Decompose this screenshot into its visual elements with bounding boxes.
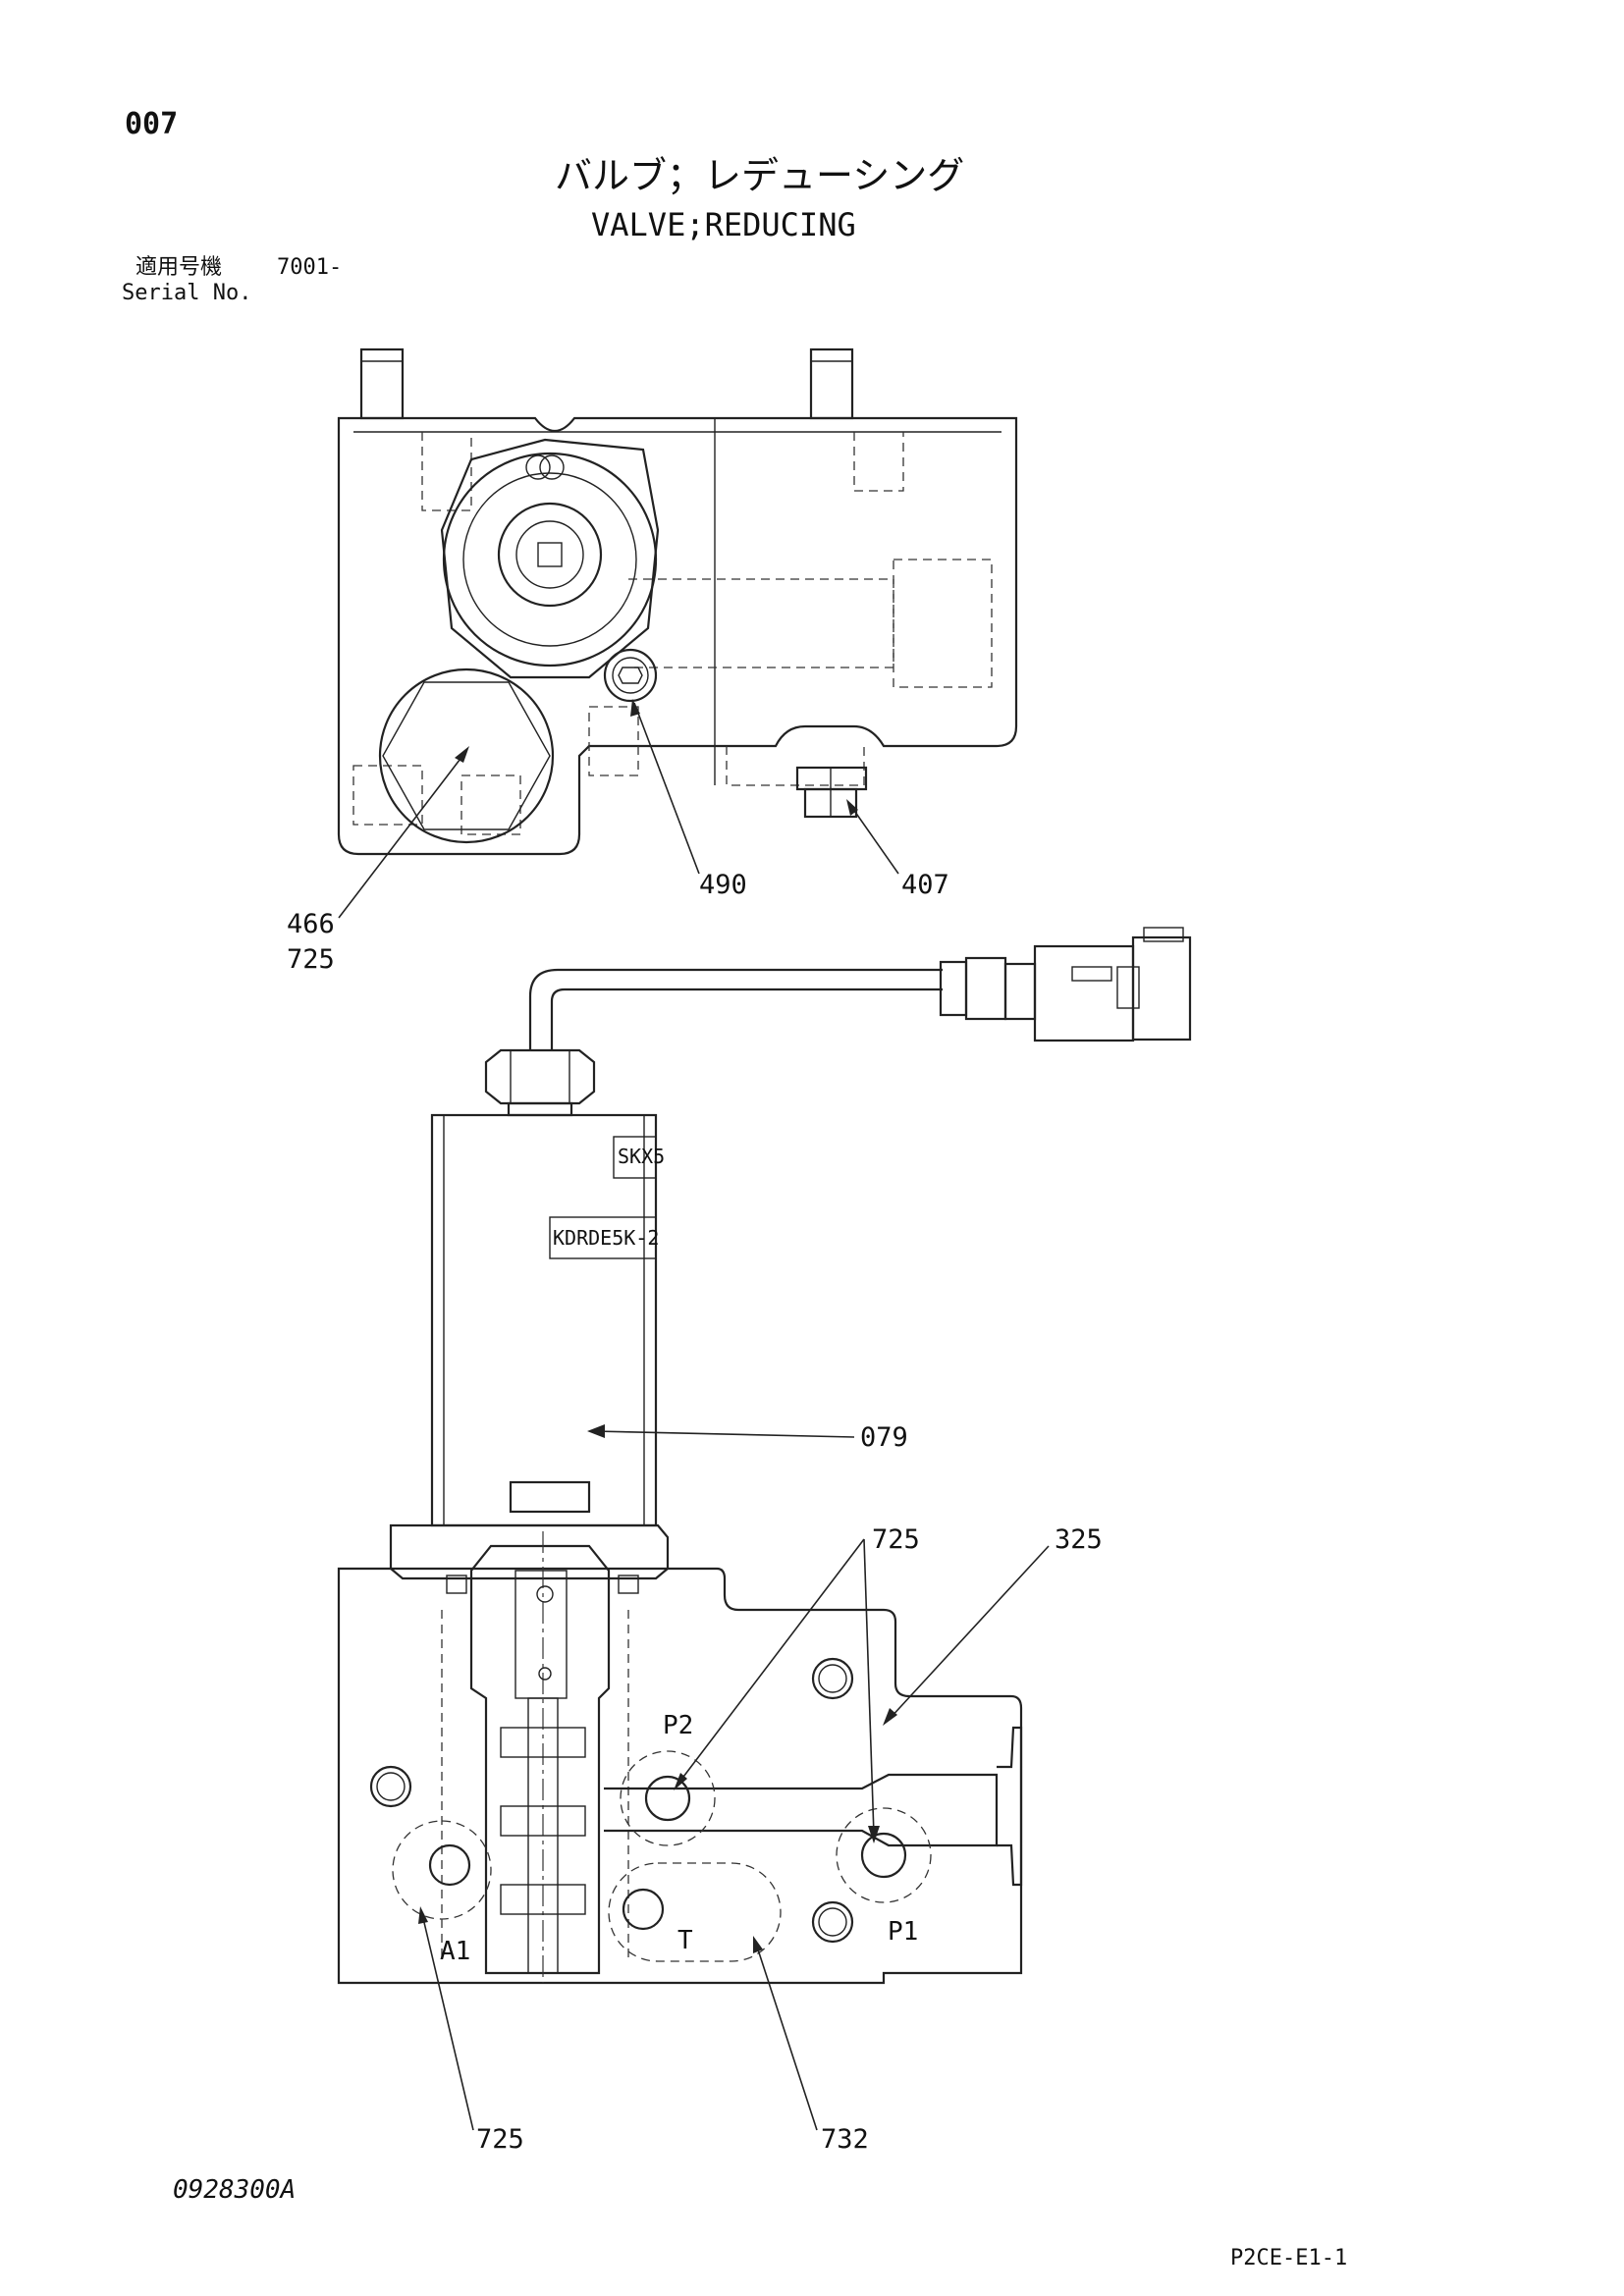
callout-725-bottom: 725 [476, 2124, 524, 2155]
page-number: 007 [125, 107, 179, 141]
lead-wire [528, 927, 1192, 1050]
port-p1-label: P1 [888, 1917, 918, 1947]
side-view: SKX5 KDRDE5K-2 [337, 927, 1192, 2131]
solenoid-label-1: SKX5 [618, 1145, 665, 1168]
port-p2-label: P2 [663, 1711, 693, 1740]
serial-label-english: Serial No. [122, 281, 252, 305]
serial-number-value: 7001- [277, 255, 343, 280]
port-p1: P1 [836, 1807, 932, 1947]
port-t-label: T [677, 1926, 693, 1955]
callout-325: 325 [1055, 1524, 1103, 1555]
solenoid-079: SKX5 KDRDE5K-2 [430, 1113, 665, 1527]
mounting-pin [809, 347, 854, 420]
callout-725-top: 725 [287, 944, 335, 975]
figure-number: 0928300A [173, 2175, 297, 2205]
block-outline [337, 416, 1018, 856]
screw-407 [795, 766, 868, 819]
top-view [337, 347, 1018, 919]
socket-plug-490 [603, 648, 658, 703]
callout-079: 079 [860, 1422, 908, 1453]
callout-407: 407 [901, 870, 949, 900]
port-t: T [608, 1862, 782, 1962]
mounting-pin [359, 347, 405, 420]
serial-label-japanese: 適用号機 [135, 255, 223, 280]
hex-plug-466 [378, 667, 555, 844]
solenoid-label-2: KDRDE5K-2 [553, 1226, 659, 1250]
callout-732: 732 [821, 2124, 869, 2155]
port-a1: A1 [392, 1820, 492, 1966]
solenoid-end-face [440, 438, 660, 679]
callout-466: 466 [287, 909, 335, 939]
port-p2: P2 [620, 1711, 716, 1846]
title-english: VALVE;REDUCING [591, 206, 856, 243]
callout-725-mid: 725 [872, 1524, 920, 1555]
callout-490: 490 [699, 870, 747, 900]
sheet-id: P2CE-E1-1 [1230, 2246, 1348, 2270]
title-japanese: バルブ；レデューシング [555, 154, 965, 197]
valve-body [337, 1567, 1023, 1985]
port-a1-label: A1 [440, 1937, 470, 1966]
